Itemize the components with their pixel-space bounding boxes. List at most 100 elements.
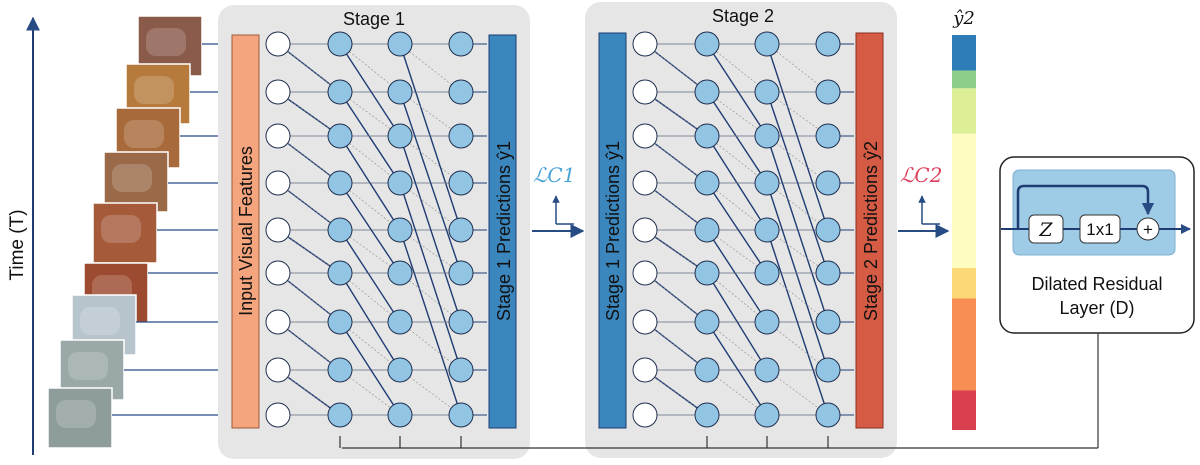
hidden-node (327, 31, 353, 57)
dashed-edge (339, 272, 401, 323)
hidden-node (754, 260, 780, 286)
dashed-edge (644, 272, 708, 323)
hidden-node (754, 79, 780, 105)
dashed-edge (766, 91, 829, 137)
input-node (265, 123, 291, 149)
dashed-edge (399, 43, 462, 93)
stage-2-predictions-label: Stage 2 Predictions ŷ2 (861, 141, 881, 321)
hidden-node (754, 217, 780, 243)
dilated-edge (399, 229, 462, 416)
prediction-segment (952, 133, 976, 269)
input-node (265, 79, 291, 105)
dilated-edge (706, 43, 768, 137)
dilated-edge (706, 321, 768, 416)
dashed-edge (766, 369, 829, 416)
stage-2-input-bar (598, 32, 627, 429)
output-bar-label: ŷ2 (952, 8, 975, 29)
dilated-edge (399, 182, 462, 371)
hidden-node (815, 217, 841, 243)
residual-skip-connection (1016, 184, 1155, 229)
loss-c2-label: ℒC2 (900, 163, 942, 187)
dilated-edge (766, 43, 829, 231)
hidden-node (815, 309, 841, 335)
dilated-edge (339, 272, 401, 371)
hidden-node (694, 402, 720, 428)
dilated-residual-layer: Z 1x1 + Dilated Residual Layer (D) (999, 156, 1195, 334)
hidden-node (387, 79, 413, 105)
dilated-edge (339, 229, 401, 323)
hidden-node (694, 217, 720, 243)
video-frame-stack (47, 15, 203, 449)
hidden-node (815, 402, 841, 428)
dashed-edge (399, 321, 462, 371)
dilated-edge (766, 91, 829, 274)
residual-caption-line1: Dilated Residual (1031, 274, 1162, 294)
stage-1-predictions-label: Stage 1 Predictions ŷ1 (494, 141, 514, 321)
output-prediction-bar: ŷ2 (952, 8, 976, 430)
hidden-node (327, 357, 353, 383)
hidden-node (387, 123, 413, 149)
network-nodes (265, 31, 474, 428)
hidden-node (387, 260, 413, 286)
dashed-edge (644, 182, 708, 231)
dashed-edge (706, 182, 768, 231)
hidden-node (694, 357, 720, 383)
dashed-edge (706, 321, 768, 371)
stage-1-network (265, 31, 487, 428)
video-frame-highlight (112, 164, 152, 192)
hidden-node (754, 357, 780, 383)
dashed-edge (277, 182, 341, 231)
dashed-edge (339, 321, 401, 371)
frame-input-arrows (112, 40, 231, 419)
prediction-segment (952, 390, 976, 430)
residual-caption-line2: Layer (D) (1059, 298, 1134, 318)
prediction-segment (952, 35, 976, 71)
dilated-edge (766, 135, 829, 323)
dashed-edge (399, 135, 462, 184)
hidden-node (815, 31, 841, 57)
time-axis: Time (T) (7, 16, 40, 455)
dilated-edge (706, 182, 768, 274)
video-frame-highlight (101, 215, 141, 243)
dashed-edge (644, 135, 708, 184)
dashed-edge (766, 182, 829, 231)
dashed-edge (399, 182, 462, 231)
hidden-node (694, 260, 720, 286)
hidden-node (387, 309, 413, 335)
hidden-node (448, 170, 474, 196)
hidden-node (387, 31, 413, 57)
stage-connection-1: ℒC1 (532, 163, 585, 238)
hidden-node (327, 309, 353, 335)
dashed-edge (277, 321, 341, 371)
dilated-edge (706, 91, 768, 184)
dilated-edge (706, 272, 768, 371)
input-node (632, 79, 658, 105)
dilated-edge (766, 229, 829, 416)
dilated-edge (339, 321, 401, 416)
prediction-segment (952, 88, 976, 134)
dashed-edge (277, 229, 341, 274)
dilated-edge (399, 135, 462, 323)
hidden-node (754, 170, 780, 196)
dilated-edge (399, 43, 462, 231)
input-node (632, 170, 658, 196)
input-features-bar (231, 34, 260, 429)
dashed-edge (706, 43, 768, 93)
input-node (265, 260, 291, 286)
hidden-node (327, 123, 353, 149)
hidden-node (448, 217, 474, 243)
dilated-conv-z-label: Z (1038, 219, 1053, 241)
dashed-edge (706, 135, 768, 184)
video-frame (47, 387, 113, 449)
hidden-node (754, 402, 780, 428)
conv-1x1-label: 1x1 (1086, 220, 1113, 239)
dilated-edge (339, 43, 401, 137)
dashed-edge (277, 272, 341, 323)
input-node (265, 309, 291, 335)
network-nodes (632, 31, 841, 428)
hidden-node (694, 31, 720, 57)
hidden-node (448, 31, 474, 57)
dashed-edge (277, 43, 341, 93)
dashed-edge (277, 135, 341, 184)
input-node (632, 217, 658, 243)
